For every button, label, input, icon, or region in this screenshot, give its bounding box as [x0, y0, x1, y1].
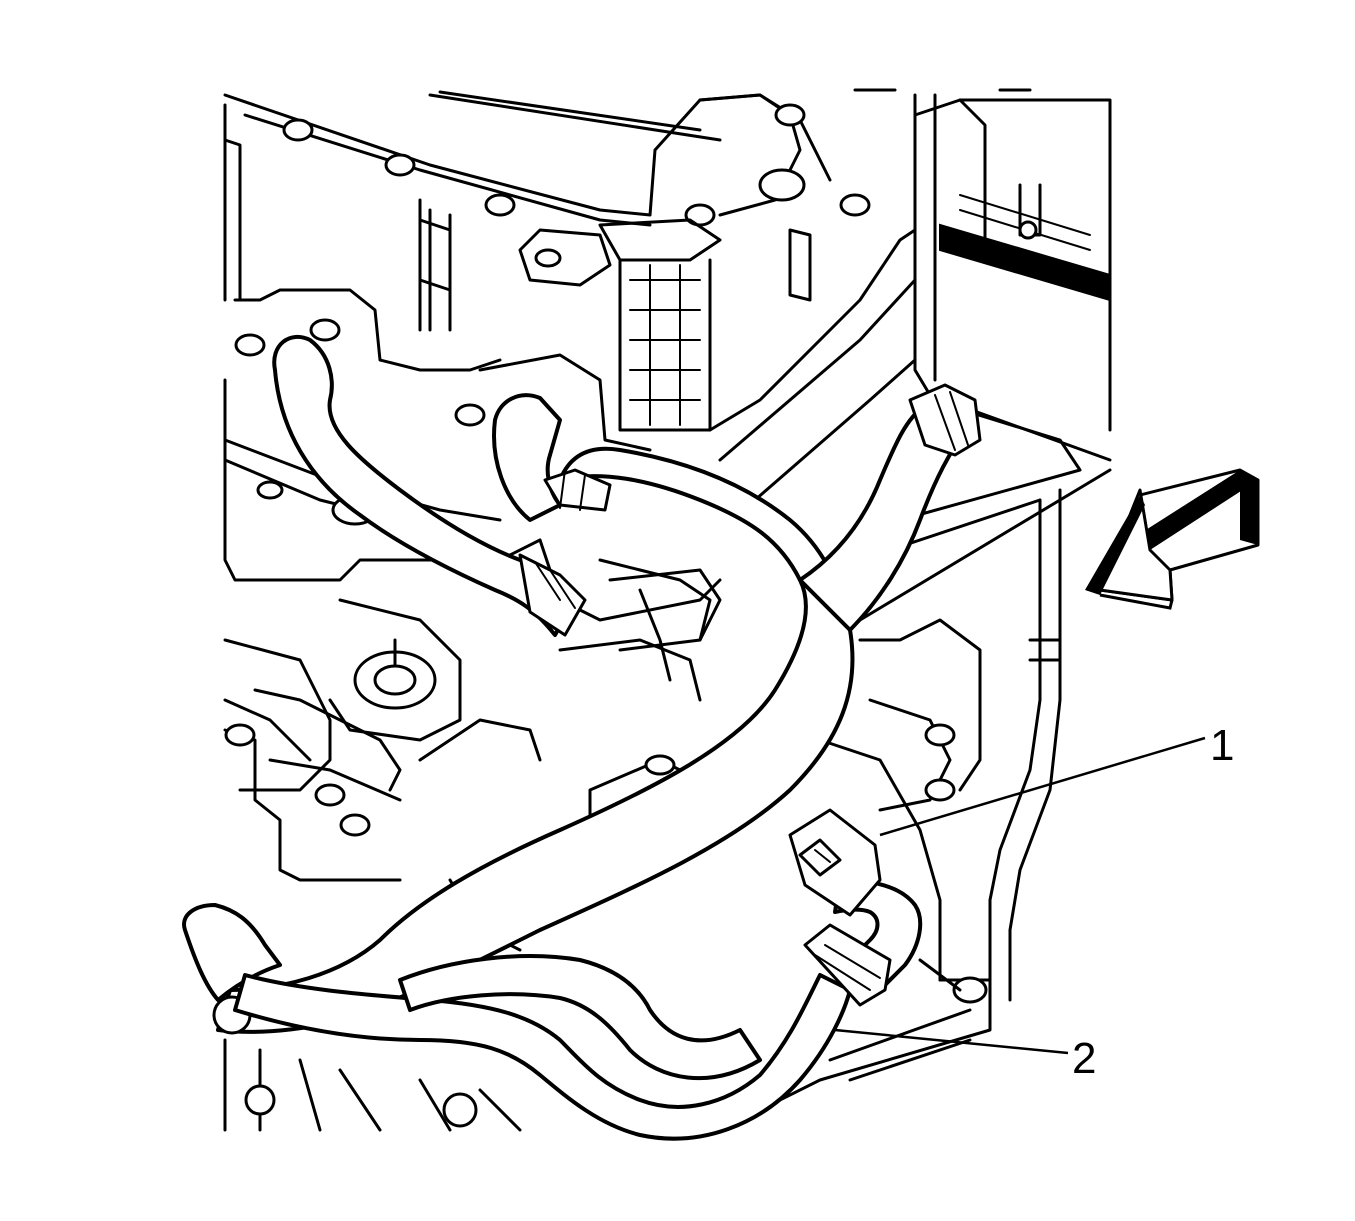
callout-label-1: 1: [1210, 721, 1234, 770]
direction-arrow-icon: [1085, 468, 1260, 610]
callout-leader-2: [834, 1028, 1069, 1055]
upper-coolant-hose: [272, 334, 587, 637]
lower-engine: [223, 568, 722, 1132]
callout-leaders: [834, 736, 1206, 1055]
callout-label-2: 2: [1072, 1034, 1096, 1083]
heater-hose-main: [182, 383, 982, 1035]
callout-leader-1: [879, 736, 1206, 837]
misc-fittings: [543, 468, 712, 776]
head-bolts: [282, 103, 871, 227]
engine-block: [223, 88, 1112, 502]
radiator-support: [698, 398, 1112, 1132]
quick-connect-fitting: [788, 808, 923, 1007]
ignition-coil: [618, 258, 712, 432]
